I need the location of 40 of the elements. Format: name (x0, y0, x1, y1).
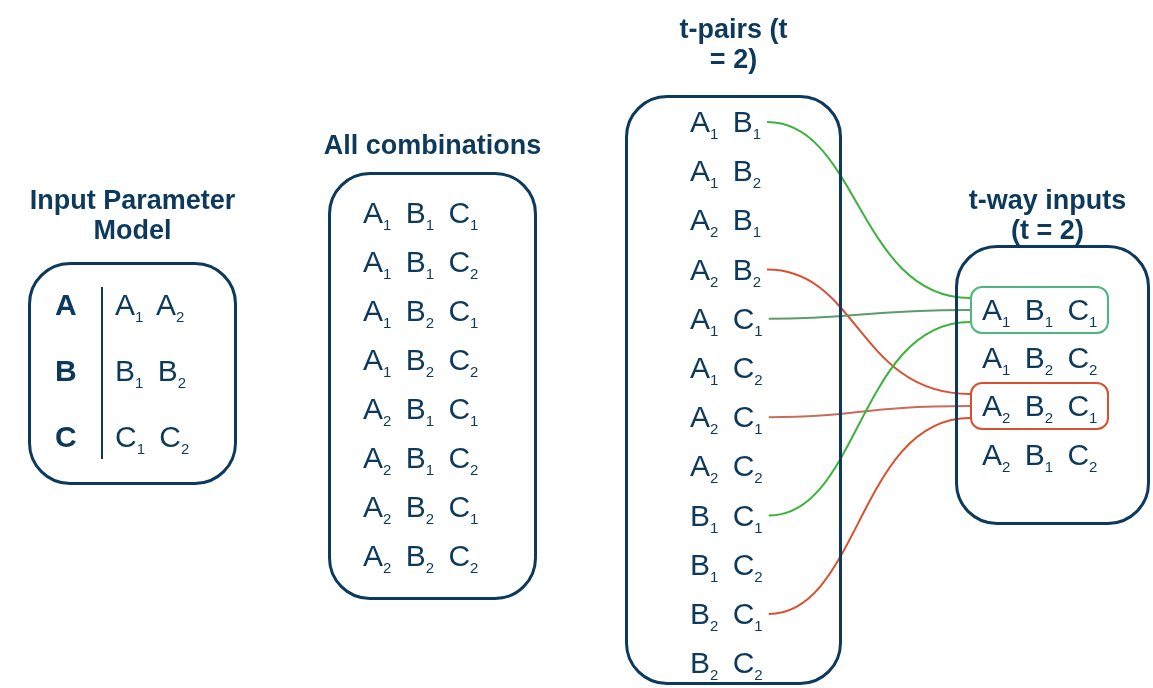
panel-heading: t-pairs (t = 2) (678, 14, 789, 74)
parameter-values: A$_{1}$ A$_{2}$ (115, 287, 185, 325)
pair-label: B$_{1}$ C$_{1}$ (690, 495, 763, 536)
parameter-name: A (55, 287, 77, 323)
combination-label: A$_{1}$ B$_{1}$ C$_{2}$ (363, 244, 479, 282)
pair-label: A$_{1}$ B$_{2}$ (690, 151, 762, 192)
highlighted-combination: A$_{1}$ B$_{1}$ C$_{1}$ (970, 286, 1110, 334)
combination-label: A$_{1}$ B$_{2}$ C$_{1}$ (363, 293, 479, 331)
pair-label: A$_{2}$ C$_{2}$ (690, 446, 763, 487)
panel-heading: All combinations (322, 130, 543, 160)
combination-label: A$_{1}$ B$_{2}$ C$_{2}$ (363, 342, 479, 380)
pair-label: A$_{1}$ C$_{1}$ (690, 298, 763, 339)
panel-heading: Input Parameter Model (28, 185, 237, 245)
panel-heading: t-way inputs (t = 2) (967, 185, 1128, 245)
connector-line (767, 417, 971, 615)
connector-line (767, 309, 971, 320)
pair-label: A$_{2}$ B$_{2}$ (690, 249, 762, 290)
pair-label: A$_{1}$ B$_{1}$ (690, 102, 762, 142)
connector-line (766, 121, 971, 299)
pair-label: B$_{2}$ C$_{2}$ (690, 643, 763, 684)
combination-label: A$_{2}$ B$_{2}$ C$_{1}$ (363, 489, 479, 527)
combination-label: A$_{1}$ B$_{2}$ C$_{2}$ (982, 338, 1098, 378)
parameter-values: B$_{1}$ B$_{2}$ (115, 353, 187, 391)
combination-label: A$_{2}$ B$_{1}$ C$_{2}$ (982, 435, 1098, 475)
parameter-name: B (55, 353, 77, 389)
pair-label: B$_{1}$ C$_{2}$ (690, 544, 763, 585)
parameter-name: C (55, 419, 77, 455)
connector-line (767, 321, 971, 517)
pair-label: A$_{1}$ C$_{2}$ (690, 348, 763, 388)
pair-label: B$_{2}$ C$_{1}$ (690, 594, 763, 634)
highlighted-combination: A$_{2}$ B$_{2}$ C$_{1}$ (970, 382, 1110, 430)
connector-line (766, 268, 971, 395)
combination-label: A$_{2}$ B$_{2}$ C$_{2}$ (363, 538, 479, 576)
combination-label: A$_{2}$ B$_{1}$ C$_{1}$ (363, 391, 479, 429)
pair-label: A$_{2}$ C$_{1}$ (690, 397, 763, 438)
combination-label: A$_{1}$ B$_{1}$ C$_{1}$ (363, 195, 479, 233)
combination-label: A$_{2}$ B$_{1}$ C$_{2}$ (363, 440, 479, 478)
pair-label: A$_{2}$ B$_{1}$ (690, 200, 762, 241)
connector-line (767, 405, 971, 419)
parameter-values: C$_{1}$ C$_{2}$ (115, 419, 190, 457)
